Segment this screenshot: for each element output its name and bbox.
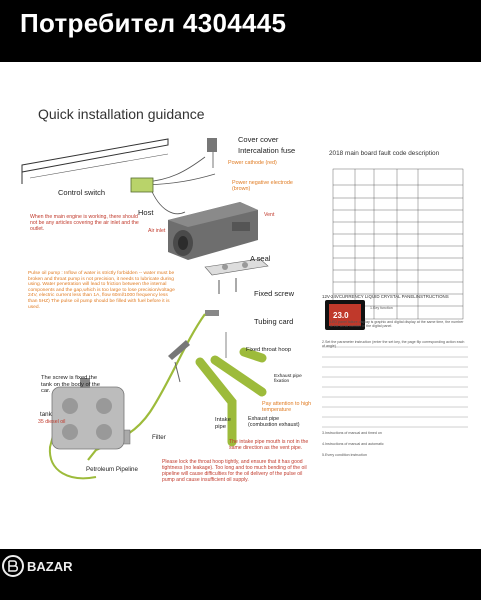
label-pay-attention: Pay attention to high temperature [262,401,312,414]
label-intake-pipe: Intake pipe [215,417,231,430]
label-exhaust-pipe: Exhaust pipe (combustion exhaust) [248,416,300,428]
pipe-to-tank [48,416,97,480]
pump-note: Pulse oil pump : Inflow of water is stri… [28,271,175,310]
fuel-tank [51,378,125,450]
document-image: Quick installation guidance Cover cover … [0,62,481,549]
footer-bar: BAZAR [0,549,481,600]
label-filter: Filter [152,434,166,441]
wiring-harness [144,144,216,215]
page-title: Потребител 4304445 [20,8,287,38]
key-function-heading: 1.Key function [370,306,393,310]
fault-code-title: 2018 main board fault code description [329,150,440,157]
section-2-heading: 2.Set the parameter instruction (enter t… [322,340,465,349]
label-control-switch: Control switch [58,188,106,197]
fault-code-footer: LED panel failure display is graphic and… [330,320,464,329]
intake-note: The intake pipe mouth is not in the same… [229,439,309,451]
tubing-card [205,310,219,316]
fuse [207,138,217,152]
label-power-negative: Power negative electrode (brown) [232,180,293,193]
section-3-heading: 3.Instructions of manual and timed on [322,431,382,435]
instruction-rows [322,346,468,428]
label-cover-cover: Cover cover [238,135,279,144]
label-fixed-throat-hoop: Fixed throat hoop [246,347,292,353]
lcd-panel-illustration [325,300,365,330]
pulse-oil-pump [168,340,190,383]
label-tank: tank [40,411,52,418]
section-5-heading: 5.Every condition instruction [322,453,367,457]
label-power-cathode: Power cathode (red) [228,160,277,166]
label-diesel: 35 diesel oil [38,419,66,425]
engine-note: When the main engine is working, there s… [30,214,139,232]
mount-bracket [21,138,169,184]
control-switch-box [130,177,154,193]
label-exhaust-pipe-fixation: Exhaust pipe fixation [274,374,302,385]
lcd-screen-value: 23.0 [333,311,349,320]
label-air-inlet: Air inlet [148,228,166,234]
screw-fixed-note: The screw is fixed the tank on the body … [41,375,100,395]
label-tubing-card: Tubing card [254,317,294,326]
fixed-screws [218,278,237,294]
section-4-heading: 4.Instructions of manual and automatic [322,442,384,446]
throat-note: Please lock the throat hoop tightly, and… [162,459,307,483]
heater-host [168,202,258,260]
label-intercalation-fuse: Intercalation fuse [238,146,296,155]
header-bar: Потребител 4304445 [0,0,481,62]
a-seal [204,258,269,276]
label-a-seal: A seal [250,254,271,263]
logo-text: BAZAR [27,559,73,574]
intake-exhaust-pipes [195,347,267,447]
label-host: Host [138,208,154,217]
installation-diagram [21,138,468,480]
bazar-logo-icon: BAZAR [2,555,73,577]
label-fixed-screw: Fixed screw [254,289,295,298]
label-petroleum-pipeline: Petroleum Pipeline [86,466,138,473]
lcd-instructions-title: 12V-24VCURRENCY LIQUID CRYSTAL PANELINST… [322,294,449,299]
label-vent: Vent [264,212,275,218]
diagram-heading: Quick installation guidance [38,106,205,122]
